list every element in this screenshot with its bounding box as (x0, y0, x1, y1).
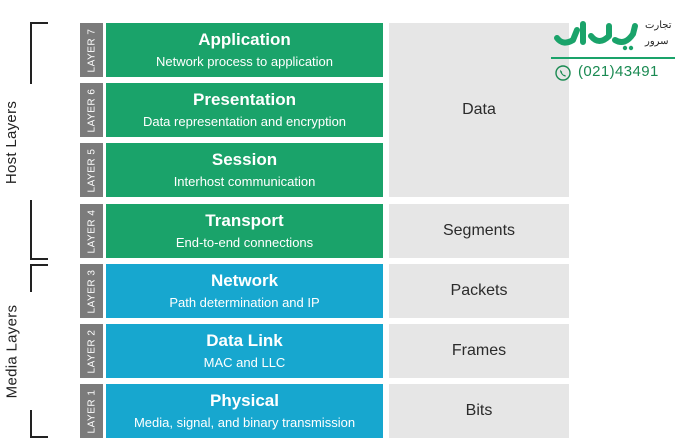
layer-7-tab: LAYER 7 (80, 23, 103, 77)
layer-4-box: Transport End-to-end connections (106, 204, 383, 258)
layer-4-name: Transport (205, 210, 284, 230)
layer-1-desc: Media, signal, and binary transmission (133, 414, 356, 430)
layer-3-tab-label: LAYER 3 (86, 269, 98, 313)
host-bracket-bottom-tick (30, 258, 48, 260)
layer-5-tab-label: LAYER 5 (86, 148, 98, 192)
layer-5-name: Session (211, 149, 278, 169)
layer-2-name: Data Link (206, 330, 283, 350)
brand-logo (554, 21, 638, 51)
layer-7-desc: Network process to application (155, 53, 334, 69)
logo-sub-bottom: سرور (645, 36, 669, 47)
layer-6-tab-label: LAYER 6 (86, 88, 98, 132)
unit-segments: Segments (389, 204, 569, 258)
layer-1-name: Physical (210, 390, 279, 410)
media-bracket-bottom-tick (30, 436, 48, 438)
layer-6-desc: Data representation and encryption (142, 113, 347, 129)
phone-icon (555, 65, 571, 81)
layer-3-desc: Path determination and IP (169, 294, 320, 310)
unit-packets: Packets (389, 264, 569, 318)
media-layers-label: Media Layers (3, 304, 21, 398)
media-bracket-top-tick (30, 264, 48, 266)
layer-5-desc: Interhost communication (173, 173, 316, 189)
media-bracket-upper-line (30, 264, 32, 292)
unit-data: Data (389, 23, 569, 197)
layer-1-box: Physical Media, signal, and binary trans… (106, 384, 383, 438)
host-bracket-upper-line (30, 22, 32, 84)
layer-2-desc: MAC and LLC (203, 354, 286, 370)
layer-5-box: Session Interhost communication (106, 143, 383, 197)
layer-6-box: Presentation Data representation and enc… (106, 83, 383, 137)
logo-sub-top: تجارت (645, 20, 672, 31)
layer-7-box: Application Network process to applicati… (106, 23, 383, 77)
layer-7-tab-label: LAYER 7 (86, 28, 98, 72)
layer-7-name: Application (198, 29, 291, 49)
layer-3-tab: LAYER 3 (80, 264, 103, 318)
unit-frames: Frames (389, 324, 569, 378)
host-bracket-lower-line (30, 200, 32, 260)
layer-4-desc: End-to-end connections (175, 234, 314, 250)
layer-5-tab: LAYER 5 (80, 143, 103, 197)
layer-4-tab: LAYER 4 (80, 204, 103, 258)
host-layers-label: Host Layers (3, 100, 21, 184)
layer-3-box: Network Path determination and IP (106, 264, 383, 318)
layer-1-tab-label: LAYER 1 (86, 389, 98, 433)
unit-bits: Bits (389, 384, 569, 438)
host-layers-label-wrap: Host Layers (0, 84, 24, 200)
layer-6-name: Presentation (193, 89, 296, 109)
layer-3-name: Network (210, 270, 279, 290)
layer-4-tab-label: LAYER 4 (86, 209, 98, 253)
logo-underline (551, 57, 675, 59)
layer-6-tab: LAYER 6 (80, 83, 103, 137)
layer-2-tab-label: LAYER 2 (86, 329, 98, 373)
host-bracket-top-tick (30, 22, 48, 24)
phone-number: (021)43491 (578, 63, 659, 80)
layer-2-box: Data Link MAC and LLC (106, 324, 383, 378)
media-bracket-lower-line (30, 410, 32, 438)
layer-2-tab: LAYER 2 (80, 324, 103, 378)
layer-1-tab: LAYER 1 (80, 384, 103, 438)
media-layers-label-wrap: Media Layers (0, 292, 24, 410)
